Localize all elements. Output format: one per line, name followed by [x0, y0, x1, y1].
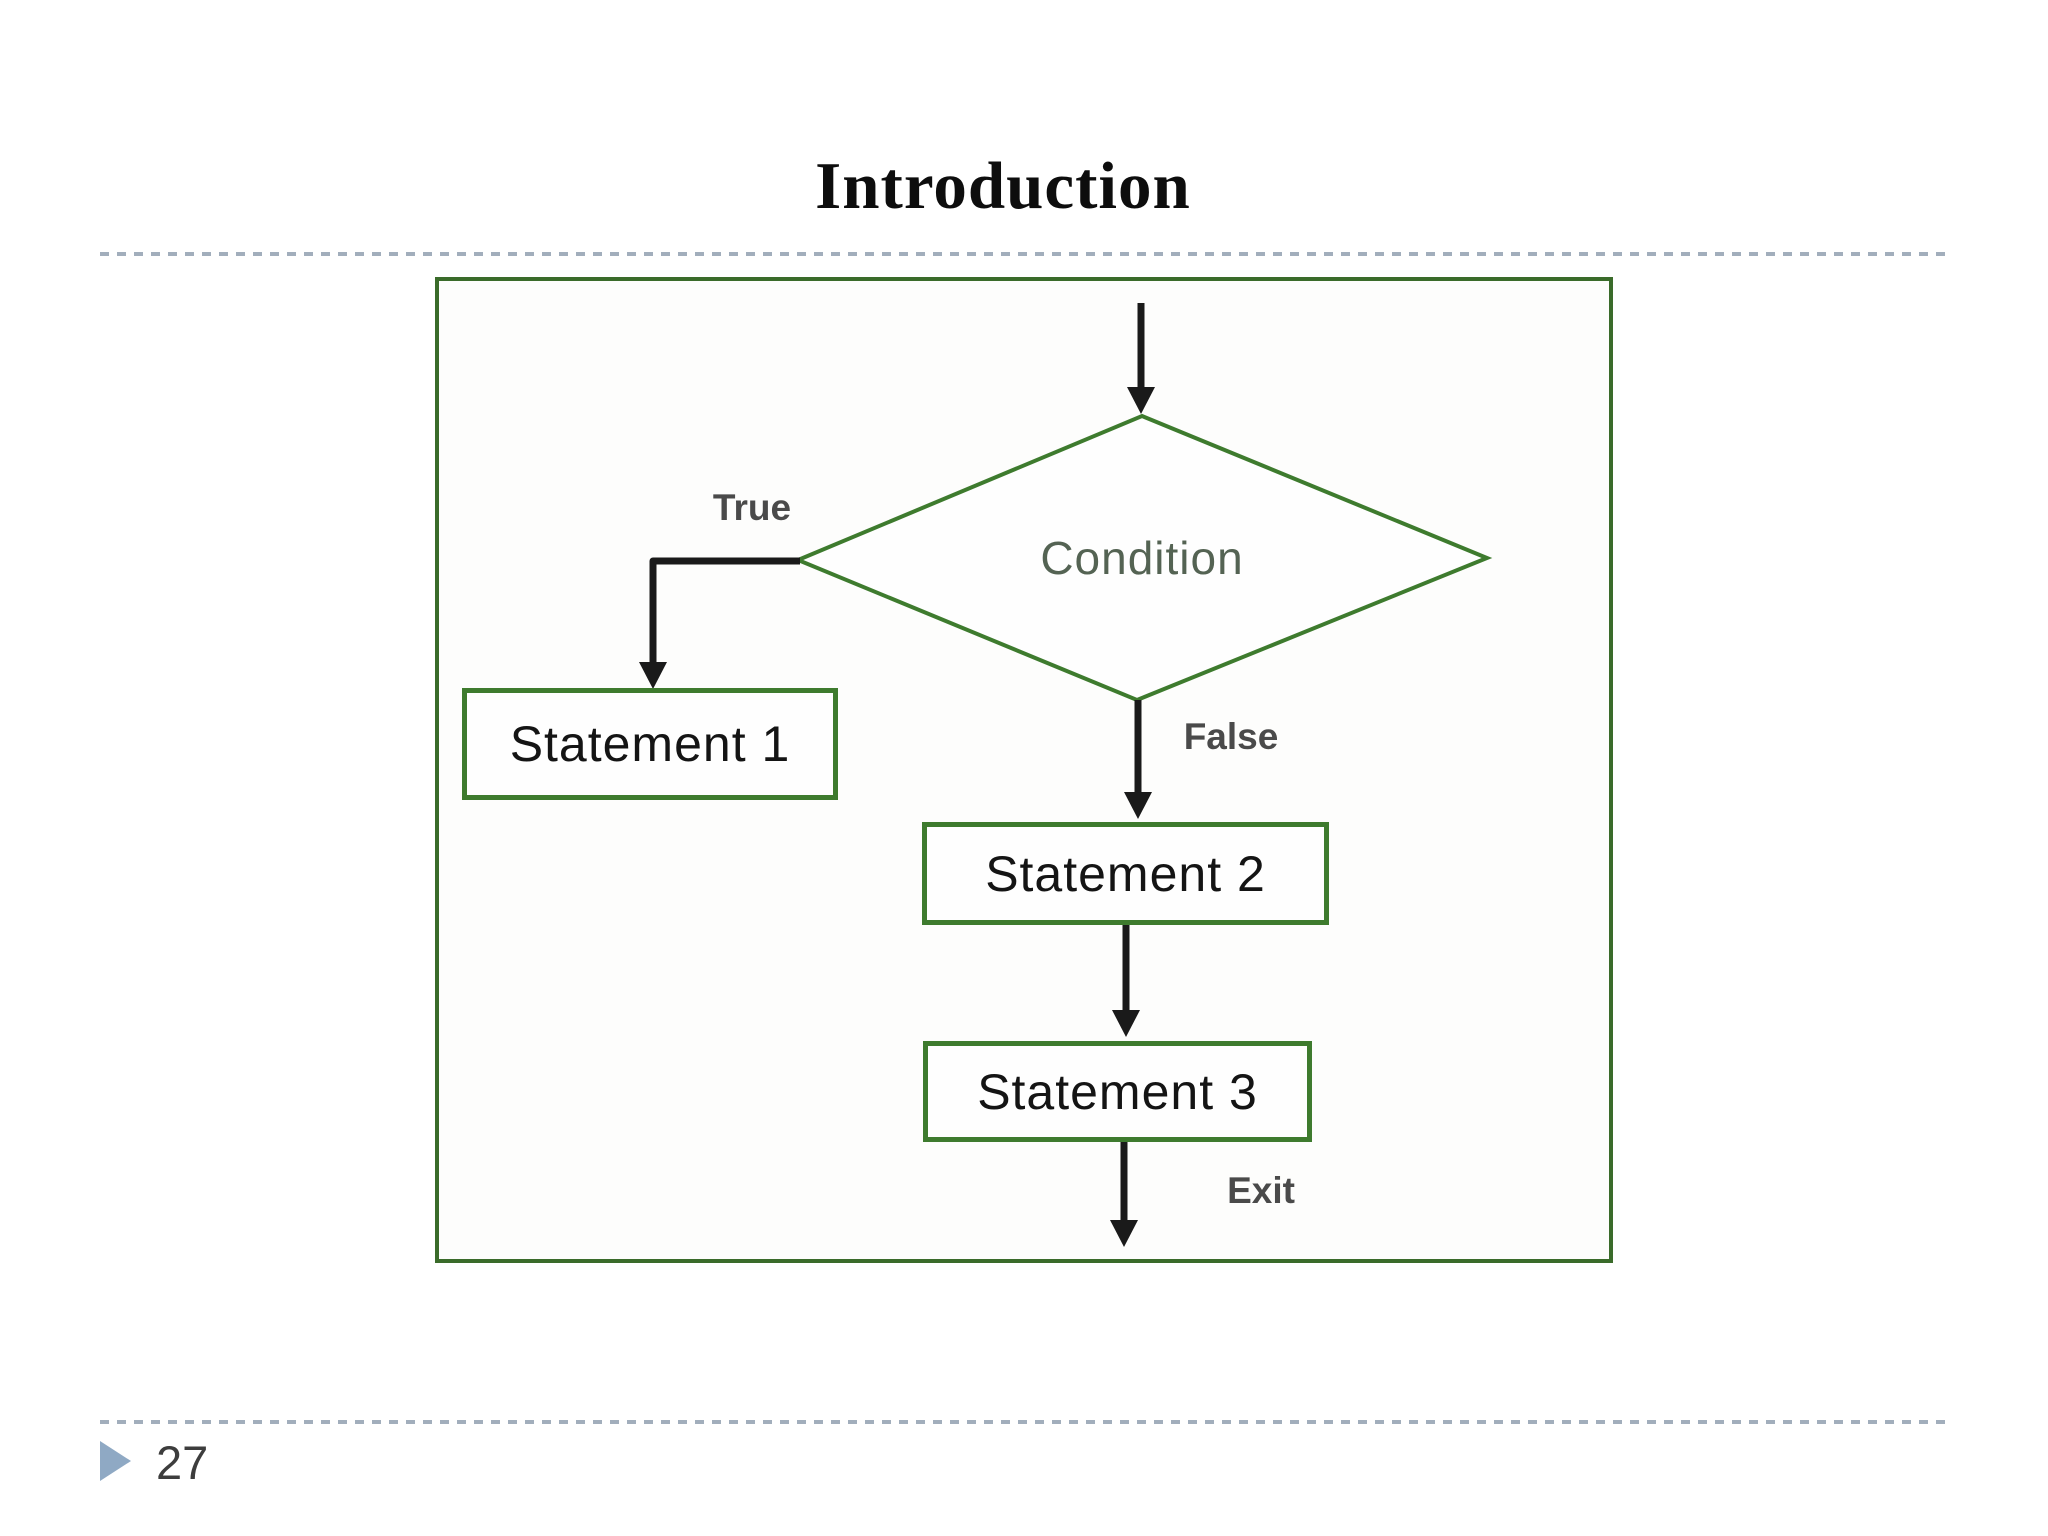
statement1-box: Statement 1 [462, 688, 838, 800]
slide-title: Introduction [815, 149, 1191, 223]
top-divider-dashed-line [100, 252, 1946, 256]
condition-label: Condition [1040, 532, 1244, 584]
statement3-box: Statement 3 [923, 1041, 1312, 1142]
false-label: False [1183, 716, 1279, 757]
statement1-label: Statement 1 [509, 716, 791, 772]
exit-label: Exit [1227, 1170, 1295, 1211]
bottom-divider-dashed-line [100, 1420, 1945, 1424]
true-label: True [712, 487, 792, 528]
triangle-bullet-icon [100, 1441, 131, 1481]
statement2-box: Statement 2 [922, 822, 1329, 925]
page-number: 27 [156, 1436, 209, 1489]
statement3-label: Statement 3 [977, 1063, 1258, 1120]
statement2-label: Statement 2 [985, 845, 1266, 902]
